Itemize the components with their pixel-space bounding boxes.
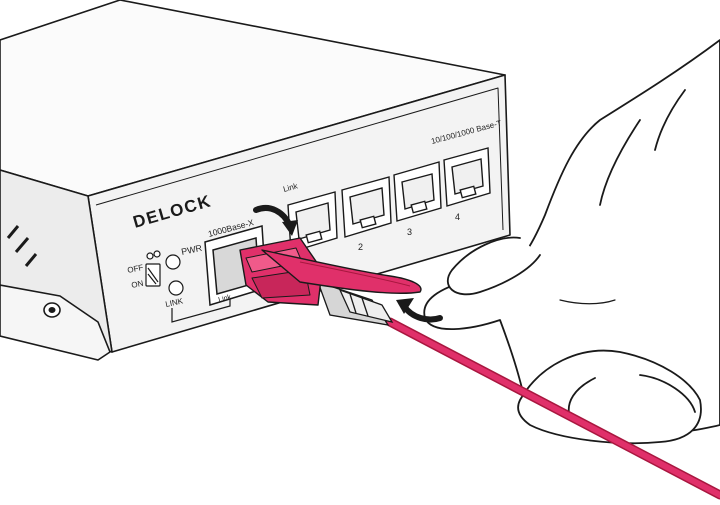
fiber-cable — [385, 317, 720, 500]
switch-off-label: OFF — [127, 263, 145, 275]
pwr-led — [165, 254, 181, 270]
sfp-link-label: Link — [218, 294, 233, 304]
curved-arrow-icon — [253, 205, 298, 236]
curved-arrow-icon — [396, 298, 443, 323]
connector-boot — [316, 280, 394, 326]
rj45-port-4[interactable] — [443, 147, 491, 207]
dip-indicator-icon — [153, 250, 161, 258]
switch-on-label: ON — [131, 279, 145, 290]
vent-slot — [14, 237, 30, 253]
port-number: 3 — [407, 227, 412, 237]
link-led-label: LINK — [165, 296, 185, 309]
rj45-port-2[interactable] — [341, 176, 392, 238]
dip-indicator-icon — [146, 252, 154, 260]
indicator-panel — [145, 250, 231, 323]
pwr-label: PWR — [180, 243, 203, 257]
link-led — [168, 280, 184, 296]
vent-slot — [6, 225, 20, 239]
rj45-port-1[interactable] — [287, 191, 338, 253]
link-label: Link — [282, 181, 299, 194]
mounting-flange — [0, 284, 111, 361]
vent-slot — [24, 253, 38, 267]
port-number: 4 — [455, 212, 460, 222]
hand — [423, 39, 720, 445]
rj45-port-3[interactable] — [393, 161, 442, 222]
lc-connector[interactable] — [239, 237, 422, 306]
port-number: 2 — [358, 242, 363, 252]
release-latch[interactable] — [261, 249, 422, 294]
